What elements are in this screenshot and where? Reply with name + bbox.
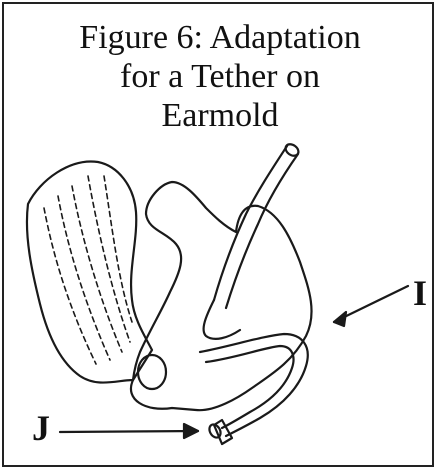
tube-upper-outer: [214, 146, 287, 300]
label-j: J: [32, 407, 50, 449]
arrow-i-head: [334, 312, 346, 326]
tether-loop-inner: [206, 346, 294, 428]
vent-plug: [138, 355, 166, 389]
canal-stripe-2: [58, 196, 110, 360]
tube-through-earmold: [204, 300, 240, 339]
tether-loop-outer: [200, 334, 308, 436]
canal-stripe-5: [104, 176, 132, 322]
arrow-j-head: [184, 424, 198, 438]
label-i: I: [413, 272, 427, 314]
tube-end-opening: [207, 422, 223, 439]
arrow-j-shaft: [60, 431, 198, 432]
earmold-body: [131, 182, 312, 410]
